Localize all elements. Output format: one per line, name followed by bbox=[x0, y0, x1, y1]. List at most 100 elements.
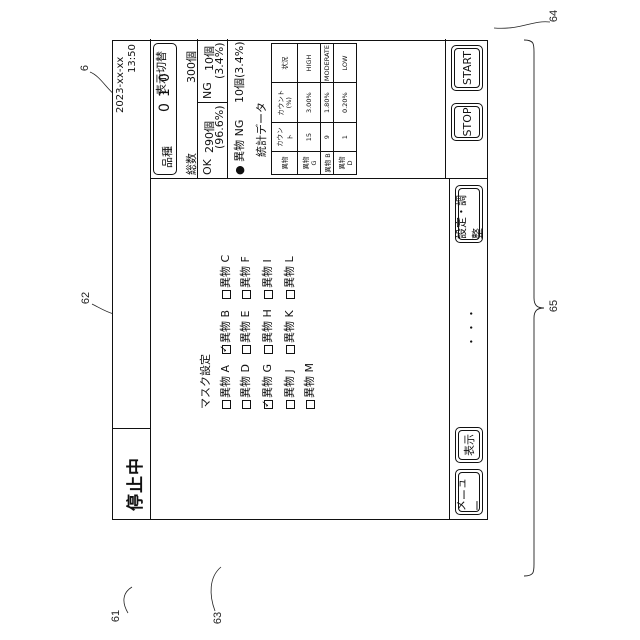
brace-65 bbox=[522, 38, 548, 578]
settings-button[interactable]: 設定・調整 bbox=[455, 185, 483, 243]
stats-row: 異物 G 15 3.00% HIGH bbox=[297, 44, 320, 175]
stats-header-cell: 状況 bbox=[272, 44, 298, 83]
mask-option[interactable]: 異物 J bbox=[281, 369, 297, 409]
header-status-divider bbox=[113, 428, 150, 429]
stats-cell: 9 bbox=[320, 123, 333, 152]
checkbox-empty-icon[interactable] bbox=[286, 400, 295, 409]
mask-option-label: 異物 H bbox=[261, 309, 274, 343]
mask-option-label: 異物 B bbox=[219, 310, 232, 343]
stats-header-cell: カウント(%) bbox=[272, 83, 298, 123]
mask-option[interactable]: 異物 G bbox=[259, 364, 275, 409]
start-button[interactable]: START bbox=[451, 45, 483, 91]
checkbox-checked-icon[interactable] bbox=[222, 345, 231, 354]
mask-option-label: 異物 M bbox=[303, 363, 316, 398]
mask-option-label: 異物 F bbox=[239, 256, 252, 288]
count-divider-1 bbox=[197, 39, 198, 179]
menu-button[interactable]: メニュー bbox=[455, 469, 483, 515]
app-window: 停止中 2023-xx-xx 13:50 マスク設定 品種 010 表示切替 総… bbox=[112, 40, 488, 520]
stats-cell: 15 bbox=[297, 123, 320, 152]
settings-button-label: 設定・調整 bbox=[453, 189, 485, 239]
stop-button-label: STOP bbox=[461, 108, 474, 137]
more-items-ellipsis[interactable]: ・・・ bbox=[463, 305, 479, 347]
ng-label: NG bbox=[201, 82, 214, 99]
right-panel-divider bbox=[150, 178, 487, 179]
mask-option[interactable]: 異物 E bbox=[237, 311, 253, 354]
stats-cell: 0.20% bbox=[333, 83, 356, 123]
mask-option[interactable]: 異物 M bbox=[301, 363, 317, 409]
stats-cell: 1.80% bbox=[320, 83, 333, 123]
stats-cell: LOW bbox=[333, 44, 356, 83]
mask-option-label: 異物 A bbox=[219, 365, 232, 398]
stats-cell: 異物 B bbox=[320, 152, 333, 175]
mask-option-label: 異物 J bbox=[283, 369, 296, 398]
mask-option[interactable]: 異物 I bbox=[259, 259, 275, 299]
right-panel-footer-divider bbox=[445, 39, 446, 179]
stop-button[interactable]: STOP bbox=[451, 103, 483, 141]
checkbox-checked-icon[interactable] bbox=[264, 400, 273, 409]
mask-option-label: 異物 D bbox=[239, 364, 252, 398]
menu-button-face: メニュー bbox=[458, 472, 480, 512]
ok-label: OK bbox=[201, 159, 214, 175]
mask-option[interactable]: 異物 D bbox=[237, 364, 253, 409]
start-button-label: START bbox=[461, 51, 474, 85]
mask-option-label: 異物 G bbox=[261, 364, 274, 398]
stats-cell: MODERATE bbox=[320, 44, 333, 83]
mask-option-label: 異物 K bbox=[283, 310, 296, 343]
checkbox-empty-icon[interactable] bbox=[242, 290, 251, 299]
checkbox-empty-icon[interactable] bbox=[222, 290, 231, 299]
footer-divider bbox=[449, 179, 450, 519]
display-switch-label[interactable]: 表示切替 bbox=[153, 51, 169, 95]
checkbox-empty-icon[interactable] bbox=[242, 345, 251, 354]
checkbox-empty-icon[interactable] bbox=[286, 345, 295, 354]
mask-option[interactable]: 異物 B bbox=[217, 310, 233, 354]
foreign-ng-value: 10個(3.4%) bbox=[231, 41, 247, 103]
foreign-ng-label: ● 異物 NG bbox=[231, 120, 247, 175]
mask-option-label: 異物 E bbox=[239, 311, 252, 343]
leader-line-61 bbox=[118, 585, 138, 615]
ref-numeral-63: 63 bbox=[212, 612, 224, 624]
display-button[interactable]: 表示 bbox=[455, 427, 483, 463]
stats-cell: HIGH bbox=[297, 44, 320, 83]
mask-option[interactable]: 異物 C bbox=[217, 255, 233, 299]
header-divider bbox=[150, 39, 151, 519]
checkbox-empty-icon[interactable] bbox=[306, 400, 315, 409]
mask-option[interactable]: 異物 A bbox=[217, 365, 233, 409]
display-button-face: 表示 bbox=[458, 430, 480, 460]
stats-row: 異物 D 1 0.20% LOW bbox=[333, 44, 356, 175]
mask-option[interactable]: 異物 H bbox=[259, 309, 275, 354]
stats-row: 異物 B 9 1.80% MODERATE bbox=[320, 44, 333, 175]
date-label: 2023-xx-xx bbox=[115, 57, 126, 113]
mask-option[interactable]: 異物 F bbox=[237, 256, 253, 299]
stats-header-cell: カウント bbox=[272, 123, 298, 152]
checkbox-empty-icon[interactable] bbox=[264, 345, 273, 354]
checkbox-empty-icon[interactable] bbox=[264, 290, 273, 299]
mask-settings-title: マスク設定 bbox=[197, 354, 213, 409]
ng-percent: (3.4%) bbox=[213, 42, 226, 79]
start-button-face: START bbox=[454, 48, 480, 88]
stats-cell: 3.00% bbox=[297, 83, 320, 123]
display-button-label: 表示 bbox=[461, 434, 477, 456]
leader-line-64 bbox=[492, 18, 552, 32]
stats-header-cell: 異物 bbox=[272, 152, 298, 175]
checkbox-empty-icon[interactable] bbox=[242, 400, 251, 409]
product-label: 品種 bbox=[159, 146, 175, 168]
screen-area: 停止中 2023-xx-xx 13:50 マスク設定 品種 010 表示切替 総… bbox=[112, 40, 488, 520]
stop-button-face: STOP bbox=[454, 106, 480, 138]
count-divider-2 bbox=[227, 39, 228, 179]
stats-cell: 1 bbox=[333, 123, 356, 152]
ok-ng-divider bbox=[197, 102, 227, 103]
mask-option-label: 異物 C bbox=[219, 255, 232, 288]
stats-cell: 異物 G bbox=[297, 152, 320, 175]
mask-option-label: 異物 L bbox=[283, 256, 296, 288]
foreign-ng-text: 異物 NG bbox=[233, 120, 246, 162]
ref-numeral-65: 65 bbox=[548, 300, 560, 312]
stats-table: 異物 カウント カウント(%) 状況 異物 G 15 3.00% HIGH 異物… bbox=[271, 43, 357, 175]
checkbox-empty-icon[interactable] bbox=[286, 290, 295, 299]
mask-option[interactable]: 異物 L bbox=[281, 256, 297, 299]
checkbox-empty-icon[interactable] bbox=[222, 400, 231, 409]
status-label: 停止中 bbox=[121, 457, 146, 511]
mask-option[interactable]: 異物 K bbox=[281, 310, 297, 354]
stats-title: 統計データ bbox=[253, 102, 269, 157]
menu-button-label: メニュー bbox=[453, 473, 485, 511]
stats-header-row: 異物 カウント カウント(%) 状況 bbox=[272, 44, 298, 175]
